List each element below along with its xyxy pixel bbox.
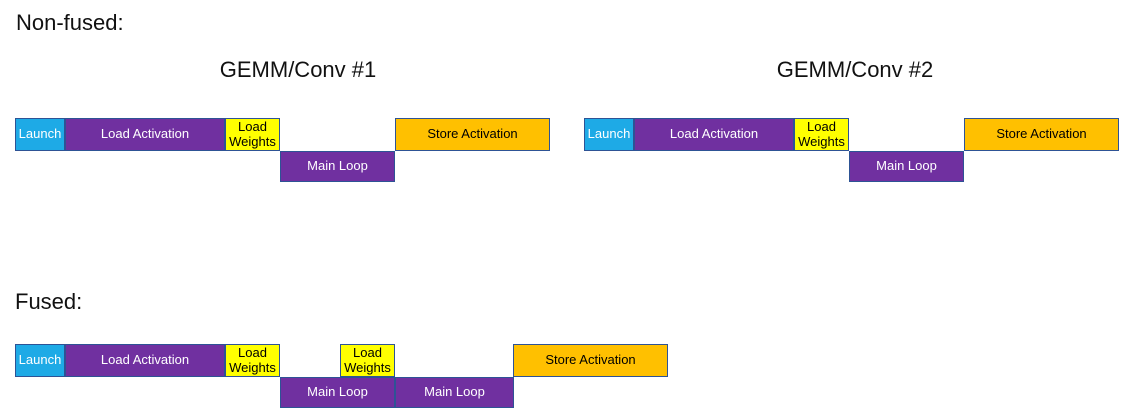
load-weights-block: Load Weights [225,344,280,377]
gemm-conv-2-title: GEMM/Conv #2 [776,57,934,82]
fused-section-label: Fused: [15,289,83,314]
load-weights-block: Load Weights [794,118,849,151]
launch-block: Launch [15,118,65,151]
main-loop-block: Main Loop [280,377,395,408]
load-activation-block: Load Activation [65,344,225,377]
load-weights-block: Load Weights [225,118,280,151]
main-loop-block: Main Loop [280,151,395,182]
load-weights-block: Load Weights [340,344,395,377]
store-activation-block: Store Activation [513,344,668,377]
main-loop-block: Main Loop [849,151,964,182]
launch-block: Launch [15,344,65,377]
launch-block: Launch [584,118,634,151]
main-loop-block: Main Loop [395,377,514,408]
non-fused-section-label: Non-fused: [16,10,124,35]
load-activation-block: Load Activation [634,118,794,151]
load-activation-block: Load Activation [65,118,225,151]
gemm-conv-1-title: GEMM/Conv #1 [219,57,377,82]
store-activation-block: Store Activation [395,118,550,151]
store-activation-block: Store Activation [964,118,1119,151]
